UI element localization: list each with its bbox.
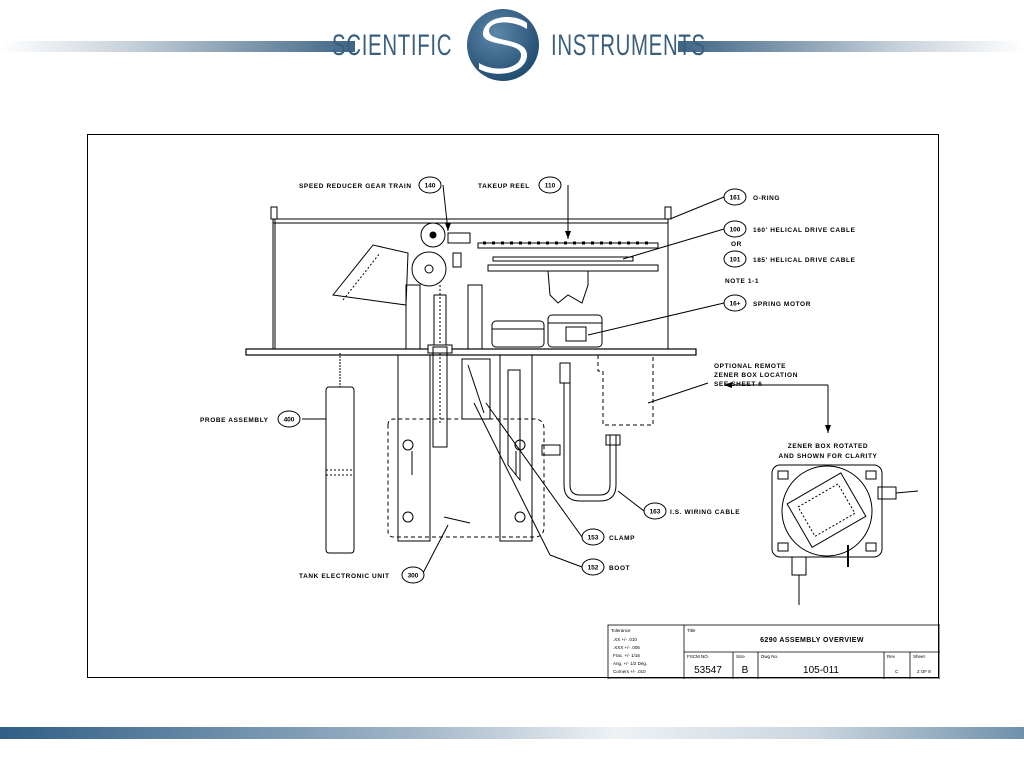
bubble-153	[581, 528, 605, 546]
brand-word-scientific: SCIENTIFIC	[332, 29, 453, 62]
assembly-drawing-svg: 140 110 161 100 101 16+ 400 163 153 152 …	[200, 176, 940, 679]
zener-box	[771, 464, 883, 558]
callout-num-400: 400	[284, 417, 295, 424]
callout-num-110: 110	[545, 183, 556, 190]
callout-num-153: 153	[588, 535, 599, 542]
label-cable-185: 185' HELICAL DRIVE CABLE	[753, 257, 856, 264]
spring-motor-drum-right	[547, 314, 603, 348]
bracket-right	[499, 354, 533, 542]
tb-fscm: 53547	[694, 665, 722, 676]
zener-terminal-block	[786, 472, 867, 548]
label-o-ring: O-RING	[753, 195, 780, 202]
tb-sheet: 2 OF 8	[917, 669, 931, 674]
tb-sheet-label: Sheet	[913, 654, 926, 659]
callout-num-101: 101	[730, 257, 741, 264]
tb-title-label: Title	[687, 628, 696, 633]
tb-rev: C	[895, 669, 899, 674]
tb-dwg-label: Dwg No.	[761, 654, 778, 659]
takeup-reel	[477, 242, 659, 249]
label-spring-motor: SPRING MOTOR	[753, 301, 811, 308]
gear-small	[420, 222, 446, 248]
tb-size-label: Size	[736, 654, 745, 659]
base-plate	[245, 348, 697, 356]
wiring-cable	[563, 383, 617, 502]
label-note: NOTE 1-1	[725, 278, 759, 285]
footer-band	[0, 727, 1024, 739]
bubble-16plus	[723, 294, 747, 312]
tb-tolerance-line-4: Ang. +/- 1/2 Deg.	[613, 661, 647, 666]
clamp-block	[461, 358, 491, 420]
tb-tolerance-line-3: Frac. +/- 1/16	[613, 653, 640, 658]
label-cable-160: 160' HELICAL DRIVE CABLE	[753, 227, 856, 234]
bubble-140	[418, 176, 442, 194]
brand-word-instruments: INSTRUMENTS	[551, 29, 706, 62]
callout-num-161: 161	[730, 195, 741, 202]
label-takeup-reel: TAKEUP REEL	[478, 183, 530, 190]
bubble-110	[538, 176, 562, 194]
tb-tolerance-line-2: .XXX +/- .005	[613, 645, 640, 650]
spring-motor-drum-left	[491, 320, 545, 348]
label-zener-optional-3: SEE SHEET 6	[714, 381, 763, 388]
bubble-100	[723, 220, 747, 238]
label-speed-reducer: SPEED REDUCER GEAR TRAIN	[299, 183, 412, 190]
label-wiring-cable: I.S. WIRING CABLE	[670, 509, 740, 516]
label-boot: BOOT	[609, 565, 630, 572]
gear-train-sector	[332, 244, 409, 306]
label-or: OR	[731, 241, 742, 248]
tb-tolerance-label: Tolerance	[611, 628, 631, 633]
bubble-163	[643, 502, 667, 520]
label-probe-assembly: PROBE ASSEMBLY	[200, 417, 269, 424]
tb-fscm-label: FSCM NO.	[687, 654, 709, 659]
bracket-left	[397, 354, 431, 542]
gear-large	[411, 251, 447, 287]
assembly-drawing: 140 110 161 100 101 16+ 400 163 153 152 …	[87, 134, 940, 679]
header-band-left	[0, 41, 355, 52]
tb-tolerance-line-5: Corners +/- .010	[613, 669, 646, 674]
title-block	[607, 624, 940, 679]
bubble-400	[277, 410, 301, 428]
label-zener-rotated-2: AND SHOWN FOR CLARITY	[779, 453, 878, 460]
tb-tolerance-line-1: .XX +/- .010	[613, 637, 637, 642]
bubble-152	[581, 558, 605, 576]
tb-dwg-no: 105-011	[803, 665, 839, 676]
tb-size: B	[742, 665, 749, 676]
callout-num-140: 140	[425, 183, 436, 190]
label-zener-optional-1: OPTIONAL REMOTE	[714, 363, 786, 370]
si-logo-icon	[465, 7, 541, 88]
label-zener-rotated-1: ZENER BOX ROTATED	[788, 443, 868, 450]
tb-title: 6290 ASSEMBLY OVERVIEW	[760, 637, 864, 644]
bubble-300	[401, 566, 425, 584]
callout-num-300: 300	[408, 573, 419, 580]
label-clamp: CLAMP	[609, 535, 635, 542]
bubble-161	[723, 188, 747, 206]
callout-num-152: 152	[588, 565, 599, 572]
callout-num-16plus: 16+	[729, 301, 740, 308]
tb-rev-label: Rev	[887, 654, 896, 659]
callout-num-163: 163	[650, 509, 661, 516]
callout-num-100: 100	[730, 227, 741, 234]
header-band-right	[678, 41, 1024, 52]
label-zener-optional-2: ZENER BOX LOCATION	[714, 372, 798, 379]
label-tank-electronic-unit: TANK ELECTRONIC UNIT	[299, 573, 390, 580]
tank-electronic-unit-outline	[387, 418, 545, 538]
bubble-101	[723, 250, 747, 268]
